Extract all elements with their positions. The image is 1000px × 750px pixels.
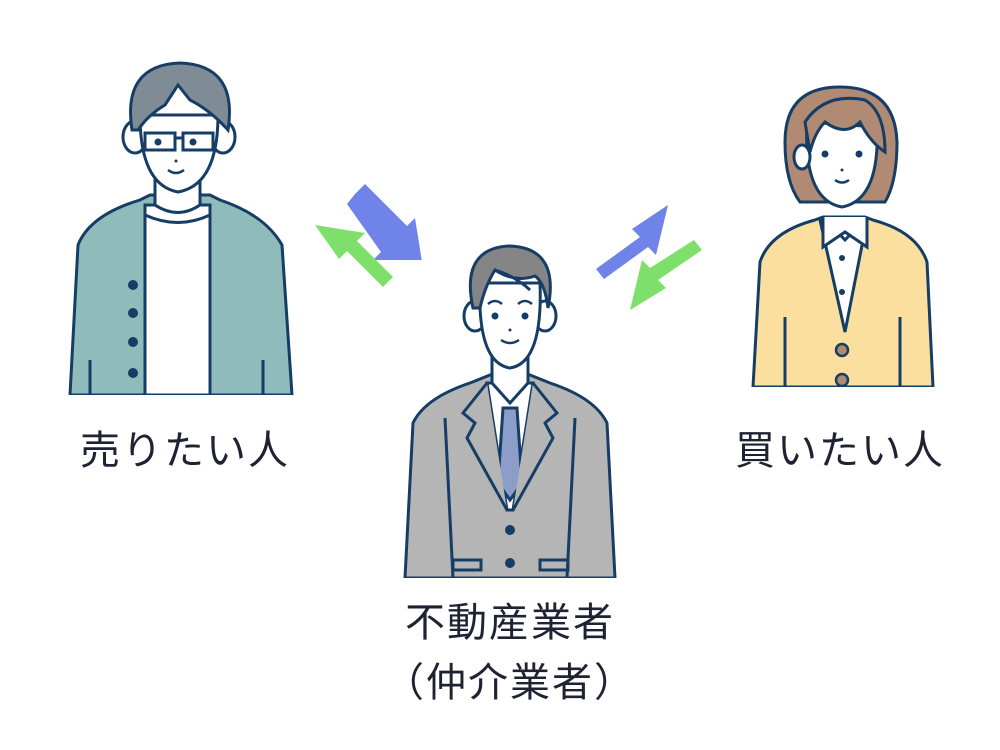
seller-person-icon — [68, 61, 294, 395]
buyer-label: 買いたい人 — [735, 428, 945, 474]
agent-label-line1: 不動産業者 — [405, 600, 615, 646]
seller-figure — [60, 55, 300, 395]
arrow-up-left-icon — [315, 225, 393, 287]
arrow-down-left-icon — [630, 240, 702, 310]
arrow-up-right-icon — [596, 205, 668, 279]
seller-label: 売りたい人 — [80, 428, 290, 474]
agent-label-line2: （仲介業者） — [384, 660, 636, 706]
arrow-agent-to-buyer — [590, 205, 670, 285]
arrow-agent-to-seller — [315, 225, 395, 305]
buyer-person-icon — [751, 85, 935, 387]
arrow-down-right-icon — [347, 184, 422, 260]
agent-person-icon — [403, 244, 617, 578]
buyer-figure — [745, 82, 940, 387]
arrow-seller-to-agent — [345, 180, 425, 260]
agent-figure — [395, 238, 625, 578]
arrow-buyer-to-agent — [630, 240, 710, 315]
